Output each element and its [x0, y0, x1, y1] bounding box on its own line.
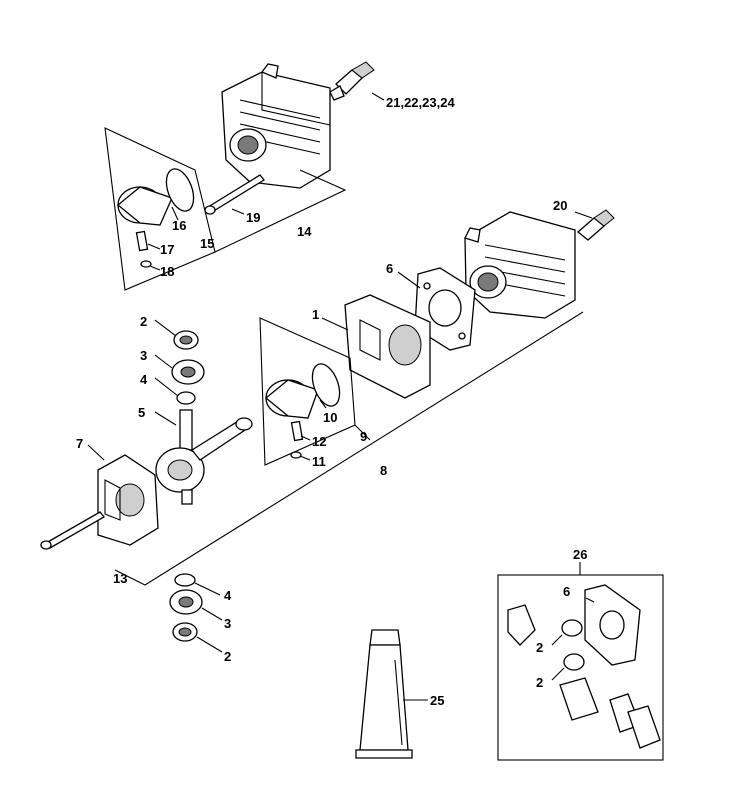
callout-8: 8 — [380, 463, 387, 478]
bracket-9 — [354, 424, 371, 441]
callout-2-kit-lower: 2 — [536, 675, 543, 690]
bracket-14 — [214, 169, 347, 253]
callout-26: 26 — [573, 547, 587, 562]
callout-10: 10 — [323, 410, 337, 425]
callout-4-upper: 4 — [140, 372, 148, 387]
callout-6-main: 6 — [386, 261, 393, 276]
callout-21-22-23-24: 21,22,23,24 — [386, 95, 455, 110]
callout-7: 7 — [76, 436, 83, 451]
callout-2-lower: 2 — [224, 649, 231, 664]
piston-kit-frame-top — [104, 127, 216, 291]
callout-12: 12 — [312, 434, 326, 449]
callout-6-kit: 6 — [563, 584, 570, 599]
grease-tube — [355, 629, 413, 759]
callout-3-upper: 3 — [140, 348, 147, 363]
bracket-8 — [114, 311, 584, 586]
callout-5: 5 — [138, 405, 145, 420]
callout-3-lower: 3 — [224, 616, 231, 631]
spark-plug-right — [576, 209, 615, 241]
callout-4-lower: 4 — [224, 588, 232, 603]
gasket-kit-box — [497, 574, 664, 761]
crankcase-half-left — [97, 454, 159, 546]
callout-2-upper: 2 — [140, 314, 147, 329]
callout-25: 25 — [430, 693, 444, 708]
piston-kit-frame-right — [259, 317, 356, 466]
callout-16: 16 — [172, 218, 186, 233]
callout-9: 9 — [360, 429, 367, 444]
callout-2-kit-upper: 2 — [536, 640, 543, 655]
callout-18: 18 — [160, 264, 174, 279]
bearing-set-lower — [169, 573, 203, 642]
callout-11: 11 — [312, 454, 326, 469]
cylinder-bolt-top — [204, 174, 265, 215]
crankshaft — [155, 409, 253, 505]
callout-19: 19 — [246, 210, 260, 225]
spark-plug-top — [329, 61, 375, 101]
crankcase-bolt — [40, 511, 105, 550]
leader-lines — [87, 92, 595, 701]
callout-14: 14 — [297, 224, 312, 239]
cylinder-right — [464, 211, 576, 319]
callout-20: 20 — [553, 198, 567, 213]
cylinder-top — [221, 63, 331, 189]
bearing-set-upper — [171, 330, 205, 405]
callout-1: 1 — [312, 307, 319, 322]
callout-17: 17 — [160, 242, 174, 257]
callout-13: 13 — [113, 571, 127, 586]
crankcase-half-right — [344, 294, 431, 399]
callout-labels: 1 2 3 4 5 6 7 8 9 10 11 12 13 14 15 16 1… — [76, 95, 587, 708]
callout-15: 15 — [200, 236, 214, 251]
